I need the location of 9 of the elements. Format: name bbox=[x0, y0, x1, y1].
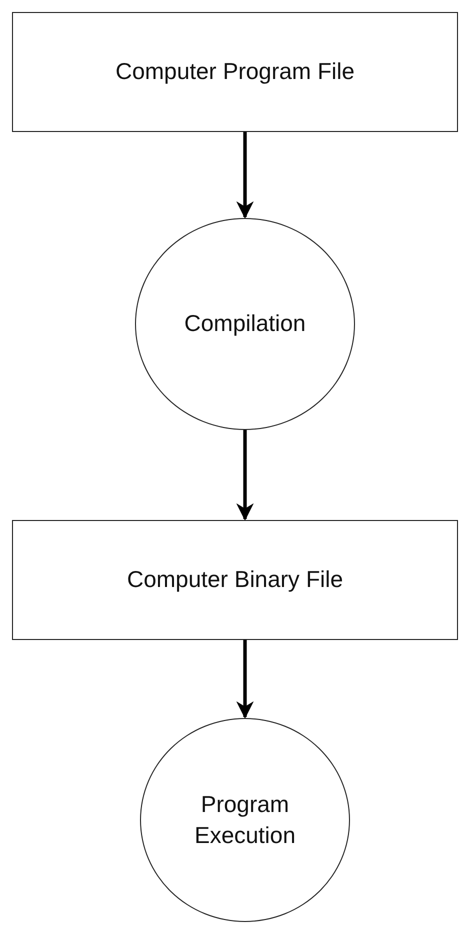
arrow bbox=[236, 640, 254, 719]
node-label: Computer Binary File bbox=[126, 565, 344, 594]
process-box bbox=[12, 12, 458, 132]
arrow bbox=[236, 132, 254, 219]
node-label: Compilation bbox=[184, 309, 306, 338]
node-label: Program Execution bbox=[193, 790, 296, 850]
arrow bbox=[236, 430, 254, 521]
node-label: Computer Program File bbox=[115, 57, 355, 86]
process-box bbox=[12, 520, 458, 640]
